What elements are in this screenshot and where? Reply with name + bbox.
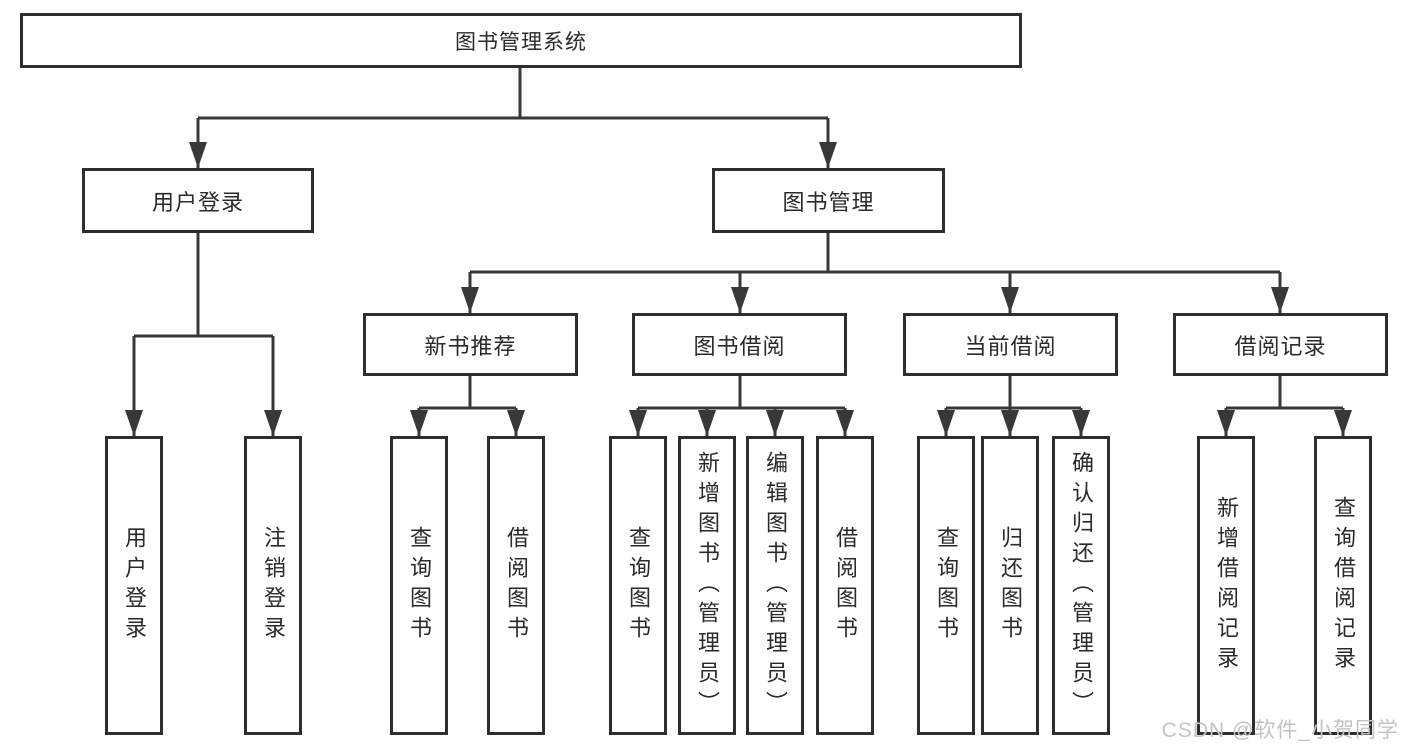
leaf-borrow-books-1-label: 借阅图书 <box>504 525 529 646</box>
node-new-book-recommend-label: 新书推荐 <box>424 333 517 359</box>
node-root-system: 图书管理系统 <box>20 13 1022 68</box>
leaf-borrow-books-1: 借阅图书 <box>487 436 545 735</box>
leaf-query-books-1: 查询图书 <box>390 436 448 735</box>
leaf-edit-books-admin-label: 编辑图书（管理员） <box>763 450 788 721</box>
node-book-management-branch-label: 图书管理 <box>782 189 875 215</box>
leaf-borrow-books-2-label: 借阅图书 <box>833 525 858 646</box>
leaf-user-login-label: 用户登录 <box>122 525 147 646</box>
node-borrow-records: 借阅记录 <box>1173 313 1388 376</box>
leaf-user-login: 用户登录 <box>105 436 163 735</box>
leaf-query-borrow-record-label: 查询借阅记录 <box>1331 495 1356 676</box>
leaf-add-borrow-record-label: 新增借阅记录 <box>1214 495 1239 676</box>
leaf-query-books-3: 查询图书 <box>917 436 975 735</box>
node-current-borrow: 当前借阅 <box>903 313 1118 376</box>
leaf-confirm-return-admin-label: 确认归还（管理员） <box>1069 450 1094 721</box>
leaf-return-books: 归还图书 <box>981 436 1039 735</box>
leaf-return-books-label: 归还图书 <box>998 525 1023 646</box>
node-new-book-recommend: 新书推荐 <box>363 313 578 376</box>
watermark: CSDN @软件_小贺同学 <box>1161 719 1399 742</box>
node-book-borrow: 图书借阅 <box>632 313 847 376</box>
node-user-login-branch: 用户登录 <box>82 168 314 233</box>
leaf-add-books-admin-label: 新增图书（管理员） <box>695 450 720 721</box>
leaf-logout: 注销登录 <box>244 436 302 735</box>
node-book-borrow-label: 图书借阅 <box>693 333 786 359</box>
leaf-add-borrow-record: 新增借阅记录 <box>1197 436 1255 735</box>
node-borrow-records-label: 借阅记录 <box>1234 333 1327 359</box>
leaf-add-books-admin: 新增图书（管理员） <box>678 436 736 735</box>
node-current-borrow-label: 当前借阅 <box>964 333 1057 359</box>
leaf-query-books-2-label: 查询图书 <box>626 525 651 646</box>
node-book-management-branch: 图书管理 <box>712 168 945 233</box>
leaf-logout-label: 注销登录 <box>261 525 286 646</box>
leaf-query-books-3-label: 查询图书 <box>934 525 959 646</box>
node-root-label: 图书管理系统 <box>455 30 587 54</box>
leaf-edit-books-admin: 编辑图书（管理员） <box>746 436 804 735</box>
leaf-confirm-return-admin: 确认归还（管理员） <box>1052 436 1110 735</box>
leaf-query-books-2: 查询图书 <box>609 436 667 735</box>
leaf-query-books-1-label: 查询图书 <box>407 525 432 646</box>
leaf-query-borrow-record: 查询借阅记录 <box>1314 436 1372 735</box>
node-user-login-branch-label: 用户登录 <box>151 189 244 215</box>
leaf-borrow-books-2: 借阅图书 <box>816 436 874 735</box>
